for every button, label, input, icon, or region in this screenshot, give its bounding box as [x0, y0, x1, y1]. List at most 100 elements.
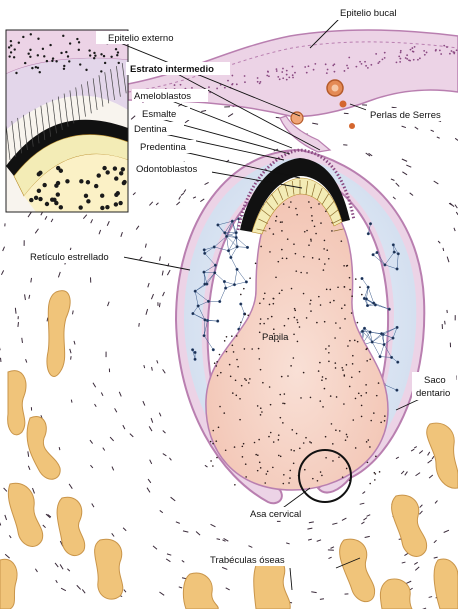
- mesenchyme-dash: [143, 401, 145, 406]
- mesenchyme-dash: [429, 475, 433, 478]
- papilla-cell: [296, 319, 298, 321]
- papilla-cell: [210, 460, 212, 462]
- papilla-cell: [303, 442, 305, 444]
- inset-cell: [37, 38, 39, 40]
- epithelial-cell: [266, 75, 268, 77]
- mesenchyme-dash: [406, 165, 411, 167]
- papilla-cell: [245, 379, 247, 381]
- odontoblast-nucleus: [114, 202, 118, 206]
- epithelial-cell: [276, 70, 278, 72]
- inset-cell: [93, 52, 95, 54]
- mesenchyme-dash: [176, 522, 180, 524]
- papilla-cell: [282, 403, 284, 405]
- odontoblast-nucleus: [54, 201, 58, 205]
- mesenchyme-dash: [71, 400, 72, 403]
- papilla-cell: [351, 312, 353, 314]
- papilla-cell: [349, 340, 351, 342]
- mesenchyme-dash: [200, 199, 204, 202]
- papilla-cell: [275, 276, 277, 278]
- papilla-cell: [375, 456, 377, 458]
- papilla-cell: [264, 292, 266, 294]
- mesenchyme-dash: [69, 484, 72, 489]
- mesenchyme-dash: [101, 393, 103, 396]
- inset-cell: [78, 41, 80, 43]
- mesenchyme-dash: [144, 365, 145, 368]
- mesenchyme-dash: [171, 497, 176, 501]
- mesenchyme-dash: [185, 120, 189, 123]
- stellate-cell: [230, 256, 233, 259]
- papilla-cell: [248, 382, 250, 384]
- mesenchyme-dash: [179, 196, 181, 199]
- epithelial-cell: [260, 81, 262, 83]
- mesenchyme-dash: [163, 292, 165, 296]
- epithelial-cell: [411, 47, 413, 49]
- stellate-cell: [376, 251, 379, 254]
- epithelial-cell: [286, 74, 288, 76]
- epithelial-cell: [174, 84, 176, 86]
- stellate-cell: [235, 236, 238, 239]
- stellate-cell: [203, 271, 206, 274]
- papilla-cell: [374, 479, 376, 481]
- mesenchyme-dash: [311, 592, 316, 593]
- mesenchyme-dash: [361, 522, 364, 524]
- label-predentina: Predentina: [140, 142, 187, 153]
- epithelial-cell: [294, 72, 296, 74]
- mesenchyme-dash: [443, 248, 444, 251]
- inset-cell: [30, 33, 32, 35]
- papilla-cell: [343, 265, 345, 267]
- epithelial-cell: [443, 45, 445, 47]
- papilla-cell: [284, 325, 286, 327]
- epithelial-cell: [384, 52, 386, 54]
- papilla-cell: [311, 220, 313, 222]
- odontoblast-nucleus: [94, 184, 98, 188]
- mesenchyme-dash: [228, 114, 233, 117]
- papilla-cell: [376, 395, 378, 397]
- papilla-cell: [349, 289, 351, 291]
- papilla-cell: [309, 303, 311, 305]
- mesenchyme-dash: [307, 528, 312, 529]
- odontoblast-nucleus: [86, 180, 90, 184]
- mesenchyme-dash: [201, 110, 206, 111]
- epithelial-cell: [332, 65, 334, 67]
- mesenchyme-dash: [428, 460, 432, 463]
- papilla-cell: [366, 441, 368, 443]
- mesenchyme-dash: [28, 212, 31, 217]
- papilla-cell: [226, 351, 228, 353]
- reticulum-strand: [364, 287, 368, 298]
- mesenchyme-dash: [28, 466, 30, 470]
- papilla-cell: [325, 457, 327, 459]
- papilla-cell: [365, 384, 367, 386]
- stellate-cell: [388, 308, 391, 311]
- papilla-cell: [355, 398, 357, 400]
- inset-cell: [27, 53, 29, 55]
- papilla-cell: [270, 432, 272, 434]
- reticulum-strand: [370, 332, 381, 334]
- papilla-cell: [306, 272, 308, 274]
- epithelial-cell: [364, 61, 366, 63]
- papilla-cell: [295, 270, 297, 272]
- epithelial-cell: [224, 87, 226, 89]
- stellate-cell: [236, 268, 239, 271]
- epithelial-cell: [231, 75, 233, 77]
- papilla-cell: [366, 360, 368, 362]
- stellate-cell: [236, 245, 239, 248]
- papilla-cell: [281, 230, 283, 232]
- inset-cell: [67, 55, 69, 57]
- stellate-cell: [392, 244, 395, 247]
- epithelial-cell: [410, 49, 412, 51]
- papilla-cell: [279, 292, 281, 294]
- stellate-cell: [372, 253, 375, 256]
- epithelial-cell: [334, 71, 336, 73]
- papilla-cell: [236, 395, 238, 397]
- papilla-cell: [344, 304, 346, 306]
- papilla-cell: [319, 362, 321, 364]
- papilla-cell: [305, 437, 307, 439]
- epithelial-cell: [414, 46, 416, 48]
- odontoblast-nucleus: [121, 167, 125, 171]
- papilla-cell: [351, 295, 353, 297]
- papilla-cell: [303, 372, 305, 374]
- inset-cell: [60, 52, 62, 54]
- papilla-cell: [287, 238, 289, 240]
- papilla-cell: [293, 357, 295, 359]
- epithelial-cell: [347, 67, 349, 69]
